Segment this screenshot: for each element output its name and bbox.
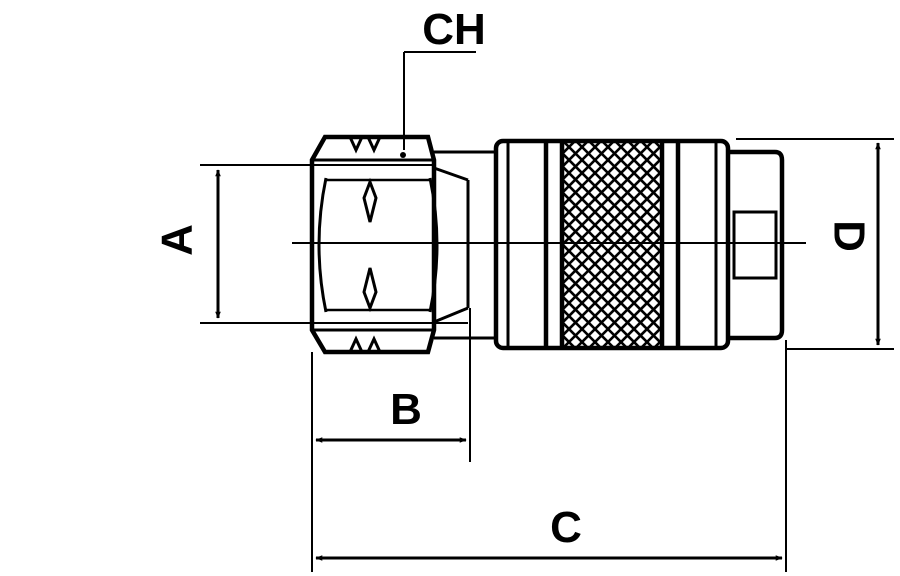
- knurl-line: [732, 141, 900, 348]
- knurl-line: [562, 141, 563, 143]
- knurl-line: [562, 281, 628, 348]
- label-d: D: [824, 220, 873, 252]
- knurl-line: [562, 169, 662, 273]
- knurl-line: [640, 141, 662, 164]
- knurl-line: [562, 307, 602, 348]
- knurl-line: [614, 299, 662, 348]
- knurl-line: [601, 141, 662, 203]
- knurl-line: [732, 141, 900, 348]
- knurl-line: [562, 141, 602, 182]
- dimension-a: [200, 164, 468, 324]
- knurl-line: [562, 141, 628, 208]
- knurl-line: [588, 273, 662, 348]
- knurl-line: [562, 182, 662, 286]
- knurl-line: [562, 255, 654, 348]
- dimension-c: [315, 340, 787, 572]
- knurled-sleeve: [562, 141, 900, 348]
- knurl-line: [562, 141, 654, 234]
- nipple-end: [728, 149, 785, 341]
- knurl-line: [640, 325, 662, 348]
- label-b: B: [390, 385, 422, 434]
- dimension-d: [736, 138, 894, 350]
- knurl-line: [562, 247, 662, 348]
- knurl-line: [575, 141, 662, 229]
- knurl-line: [601, 286, 662, 348]
- label-a: A: [153, 224, 202, 256]
- knurl-line: [562, 141, 641, 221]
- knurl-line: [562, 143, 662, 247]
- knurl-line: [588, 141, 662, 216]
- knurl-line: [562, 141, 662, 242]
- knurl-line: [562, 141, 589, 169]
- knurl-line: [562, 221, 662, 325]
- knurl-line: [562, 234, 662, 338]
- knurl-line: [562, 320, 589, 348]
- thread-cone: [433, 166, 470, 324]
- knurl-line: [562, 156, 662, 260]
- neck: [434, 150, 496, 340]
- ch-leader: [403, 51, 476, 150]
- knurl-line: [562, 141, 615, 195]
- knurl-line: [562, 294, 615, 348]
- knurl-line: [562, 346, 563, 348]
- knurl-line: [575, 260, 662, 348]
- knurl-line: [614, 141, 662, 190]
- label-ch: CH: [422, 5, 486, 54]
- knurl-line: [562, 268, 641, 348]
- label-c: C: [550, 503, 582, 552]
- dimension-b: [311, 308, 471, 572]
- knurl-line: [562, 208, 662, 312]
- coupling-body: [493, 138, 900, 351]
- knurl-line: [562, 195, 662, 299]
- ch-marker-dot: [400, 152, 406, 158]
- hex-nut: [309, 134, 439, 355]
